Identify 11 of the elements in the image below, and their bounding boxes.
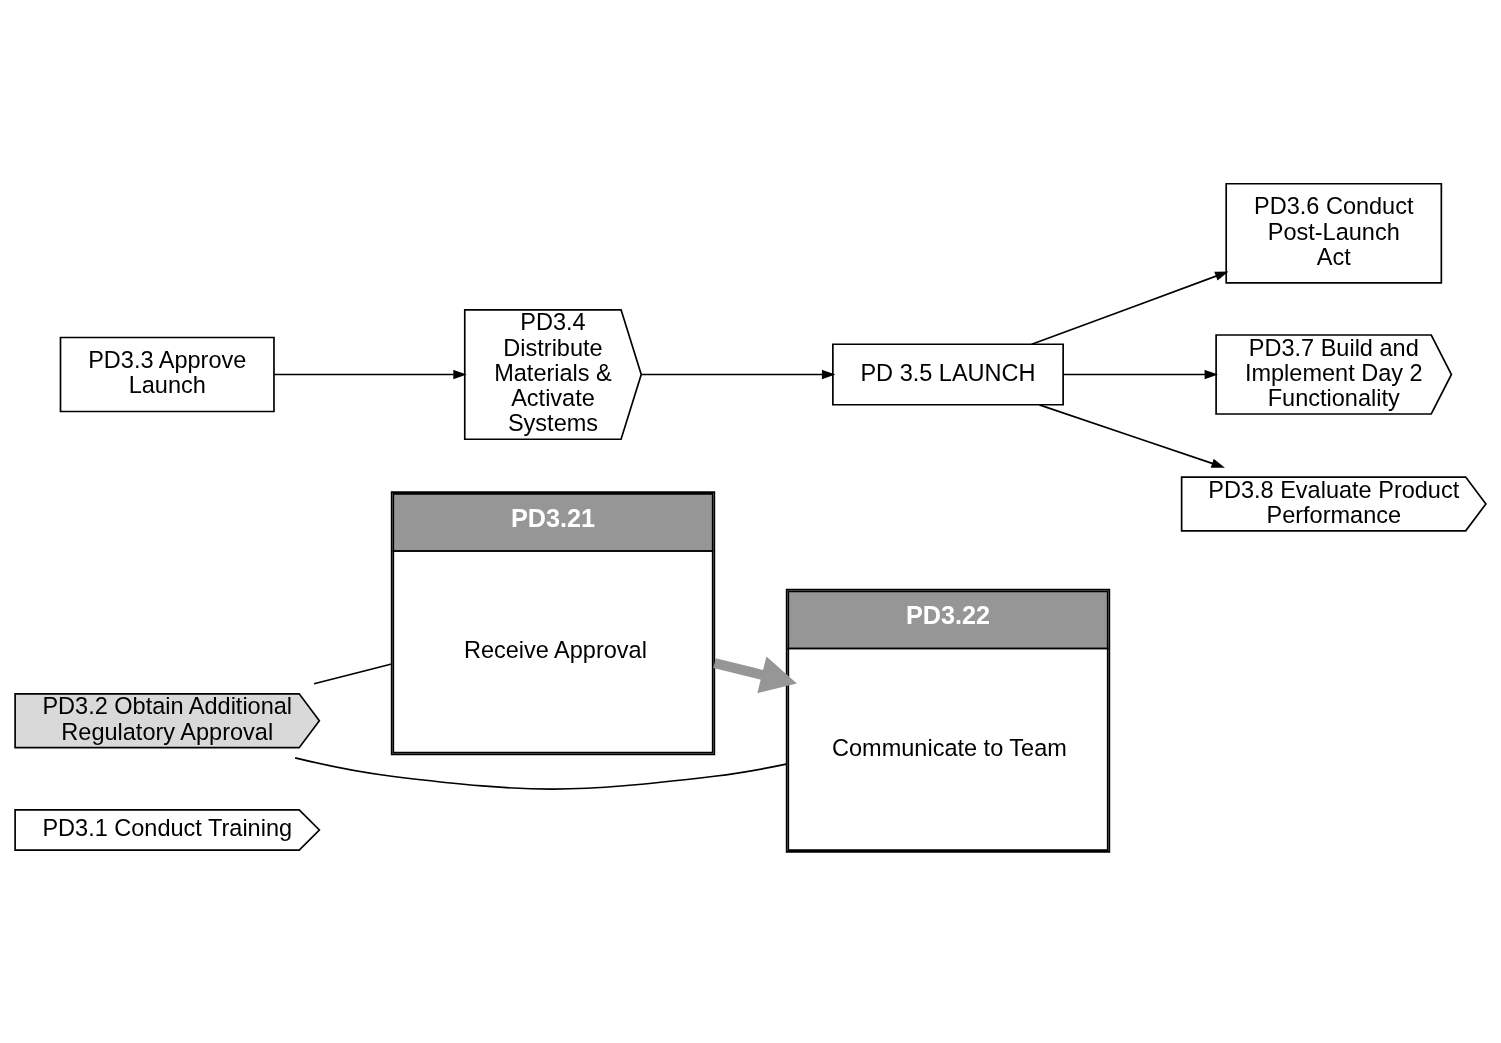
- connector: [294, 756, 788, 790]
- connector: [313, 662, 393, 685]
- node-box: PD3.6 Conduct Post-Launch Act: [1225, 182, 1443, 284]
- node-box: PD 3.5 LAUNCH: [832, 342, 1064, 406]
- node-box: PD3.3 Approve Launch: [59, 336, 275, 412]
- arrow: [1062, 369, 1219, 379]
- arrow: [1030, 271, 1229, 345]
- arrow: [713, 656, 797, 693]
- arrow: [640, 369, 836, 379]
- arrow: [1038, 403, 1225, 468]
- arrow: [273, 369, 467, 379]
